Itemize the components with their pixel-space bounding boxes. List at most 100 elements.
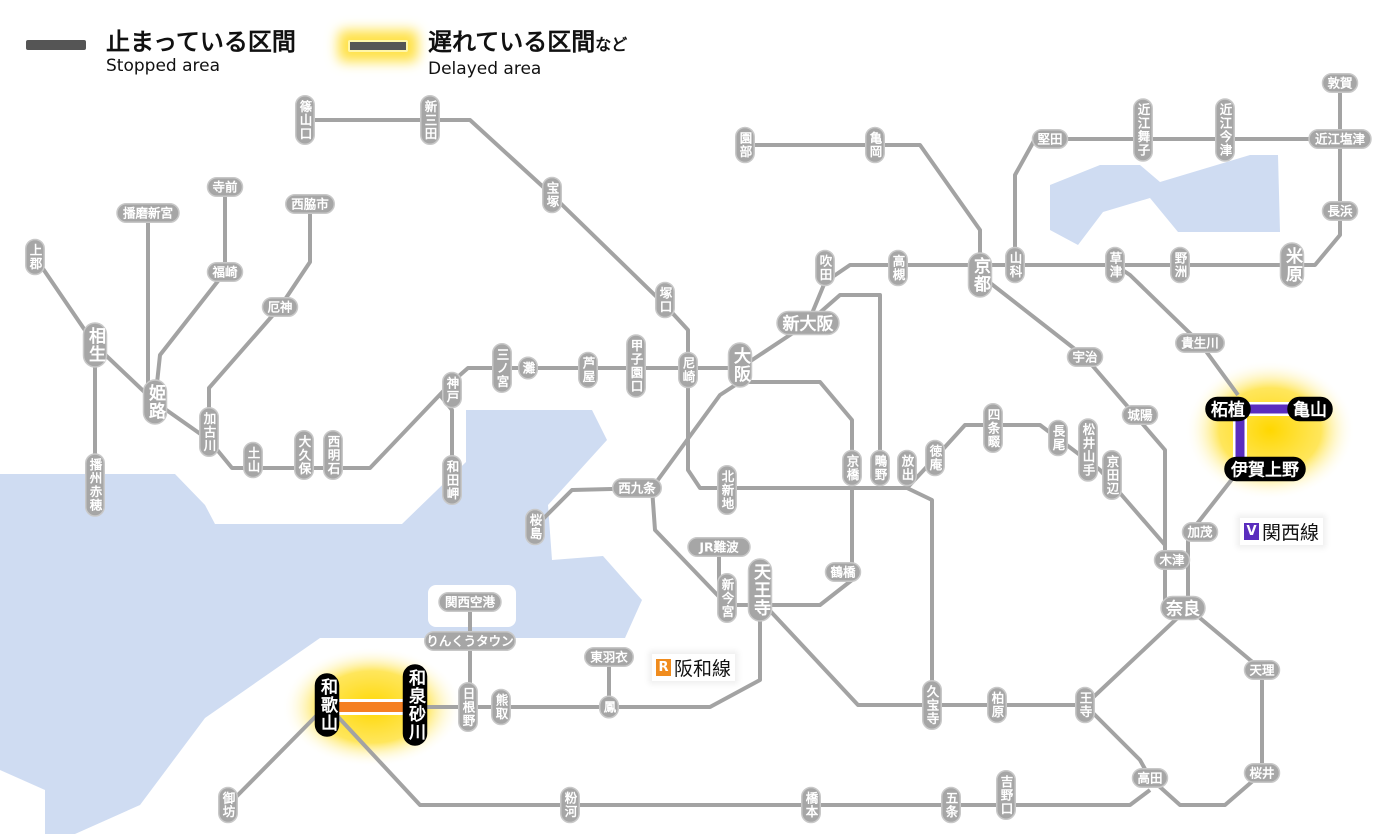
station-name: 神戸 xyxy=(445,376,460,404)
station-35[interactable]: 近江塩津 xyxy=(1308,129,1372,149)
station-23[interactable]: 播州赤穂 xyxy=(85,453,105,517)
rail-line xyxy=(1013,137,1340,265)
station-42[interactable]: 城陽 xyxy=(1121,405,1159,425)
station-83[interactable]: 桜井 xyxy=(1243,763,1281,783)
station-1[interactable]: 新三田 xyxy=(420,95,440,145)
station-12[interactable]: 大久保 xyxy=(294,430,314,480)
station-50[interactable]: 京田辺 xyxy=(1102,450,1122,500)
station-pill xyxy=(776,310,840,336)
station-81[interactable]: 久宝寺 xyxy=(922,680,942,730)
station-56[interactable]: 鴫野 xyxy=(870,449,890,487)
station-51[interactable]: 松井山手 xyxy=(1078,418,1098,482)
hanwa-delayed-segment[interactable] xyxy=(330,702,420,712)
station-15[interactable]: 厄神 xyxy=(261,297,299,317)
station-55[interactable]: 放出 xyxy=(897,449,917,487)
station-name: 厄神 xyxy=(267,300,292,315)
station-30[interactable]: 園部 xyxy=(735,126,755,164)
station-59[interactable]: 西九条 xyxy=(612,478,662,498)
station-25[interactable]: 新大阪 xyxy=(776,310,840,336)
station-8[interactable]: 三ノ宮 xyxy=(492,343,512,393)
station-71[interactable]: 和泉砂川 xyxy=(402,664,428,746)
station-11[interactable]: 西明石 xyxy=(323,430,343,480)
station-43[interactable]: 貴生川 xyxy=(1175,333,1225,353)
station-61[interactable]: JR難波 xyxy=(687,537,751,557)
station-37[interactable]: 長浜 xyxy=(1321,201,1359,221)
station-73[interactable]: 御坊 xyxy=(218,786,238,824)
station-20[interactable]: 姫路 xyxy=(142,379,168,425)
station-4[interactable]: 尼崎 xyxy=(678,351,698,389)
station-14[interactable]: 加古川 xyxy=(199,407,219,457)
station-54[interactable]: 徳庵 xyxy=(925,439,945,477)
stopped-swatch xyxy=(26,40,86,50)
station-77[interactable]: 吉野口 xyxy=(996,770,1016,820)
station-64[interactable]: 鶴橋 xyxy=(824,562,862,582)
station-39[interactable]: 野洲 xyxy=(1170,246,1190,284)
station-67[interactable]: 日根野 xyxy=(458,682,478,732)
station-66[interactable]: りんくうタウン xyxy=(424,631,516,651)
station-17[interactable]: 寺前 xyxy=(206,177,244,197)
route-label-hanwa[interactable]: R 阪和線 xyxy=(652,654,736,681)
station-48[interactable]: 木津 xyxy=(1153,550,1191,570)
station-57[interactable]: 京橋 xyxy=(842,449,862,487)
station-74[interactable]: 粉河 xyxy=(560,786,580,824)
station-63[interactable]: 天王寺 xyxy=(747,558,773,622)
station-13[interactable]: 土山 xyxy=(243,441,263,479)
station-80[interactable]: 柏原 xyxy=(987,686,1007,724)
station-18[interactable]: 福崎 xyxy=(206,262,244,282)
station-82[interactable]: 天理 xyxy=(1243,660,1281,680)
station-68[interactable]: 熊取 xyxy=(491,688,511,726)
station-53[interactable]: 四条畷 xyxy=(983,403,1003,453)
station-24[interactable]: 大阪 xyxy=(727,342,753,388)
station-name: 相生 xyxy=(85,326,106,363)
station-38[interactable]: 米原 xyxy=(1279,242,1305,288)
station-27[interactable]: 高槻 xyxy=(888,249,908,287)
station-40[interactable]: 草津 xyxy=(1105,246,1125,284)
station-33[interactable]: 近江舞子 xyxy=(1133,98,1153,162)
station-76[interactable]: 五条 xyxy=(941,786,961,824)
station-46[interactable]: 伊賀上野 xyxy=(1224,456,1306,482)
station-44[interactable]: 柘植 xyxy=(1205,396,1251,422)
station-pill xyxy=(1308,129,1372,149)
station-69[interactable]: 東羽衣 xyxy=(584,647,634,667)
station-79[interactable]: 王寺 xyxy=(1075,686,1095,724)
station-16[interactable]: 西脇市 xyxy=(285,194,335,214)
station-60[interactable]: 桜島 xyxy=(525,508,545,546)
station-58[interactable]: 北新地 xyxy=(717,465,737,515)
station-52[interactable]: 長尾 xyxy=(1048,419,1068,457)
station-36[interactable]: 敦賀 xyxy=(1321,73,1359,93)
station-28[interactable]: 京都 xyxy=(967,252,993,298)
station-45[interactable]: 亀山 xyxy=(1287,396,1333,422)
station-name: 鶴橋 xyxy=(830,565,856,580)
station-7[interactable]: 灘 xyxy=(518,356,538,380)
station-0[interactable]: 篠山口 xyxy=(295,95,315,145)
rail-line xyxy=(905,423,1167,547)
station-31[interactable]: 亀岡 xyxy=(865,126,885,164)
rail-line xyxy=(758,598,1085,707)
station-72[interactable]: 和歌山 xyxy=(314,673,340,737)
station-name: 播州赤穂 xyxy=(88,457,103,512)
station-62[interactable]: 新今宮 xyxy=(717,573,737,623)
station-78[interactable]: 高田 xyxy=(1131,768,1169,788)
station-65[interactable]: 関西空港 xyxy=(438,592,502,612)
station-32[interactable]: 堅田 xyxy=(1031,129,1069,149)
route-label-kansai[interactable]: V 関西線 xyxy=(1240,518,1324,545)
station-47[interactable]: 加茂 xyxy=(1181,522,1219,542)
station-10[interactable]: 和田岬 xyxy=(442,455,462,505)
station-70[interactable]: 鳳 xyxy=(599,695,619,719)
station-19[interactable]: 播磨新宮 xyxy=(116,203,180,223)
station-21[interactable]: 相生 xyxy=(82,322,108,368)
station-75[interactable]: 橋本 xyxy=(801,786,821,824)
station-41[interactable]: 宇治 xyxy=(1066,347,1104,367)
station-22[interactable]: 上郡 xyxy=(25,238,45,276)
station-2[interactable]: 宝塚 xyxy=(542,176,562,214)
station-49[interactable]: 奈良 xyxy=(1160,595,1206,621)
station-6[interactable]: 芦屋 xyxy=(578,351,598,389)
station-pill xyxy=(294,430,314,480)
station-34[interactable]: 近江今津 xyxy=(1215,98,1235,162)
station-9[interactable]: 神戸 xyxy=(442,371,462,409)
station-3[interactable]: 塚口 xyxy=(655,281,675,319)
station-29[interactable]: 山科 xyxy=(1005,246,1025,284)
station-name: 宝塚 xyxy=(545,181,560,209)
station-5[interactable]: 甲子園口 xyxy=(626,334,646,398)
station-26[interactable]: 吹田 xyxy=(815,249,835,287)
